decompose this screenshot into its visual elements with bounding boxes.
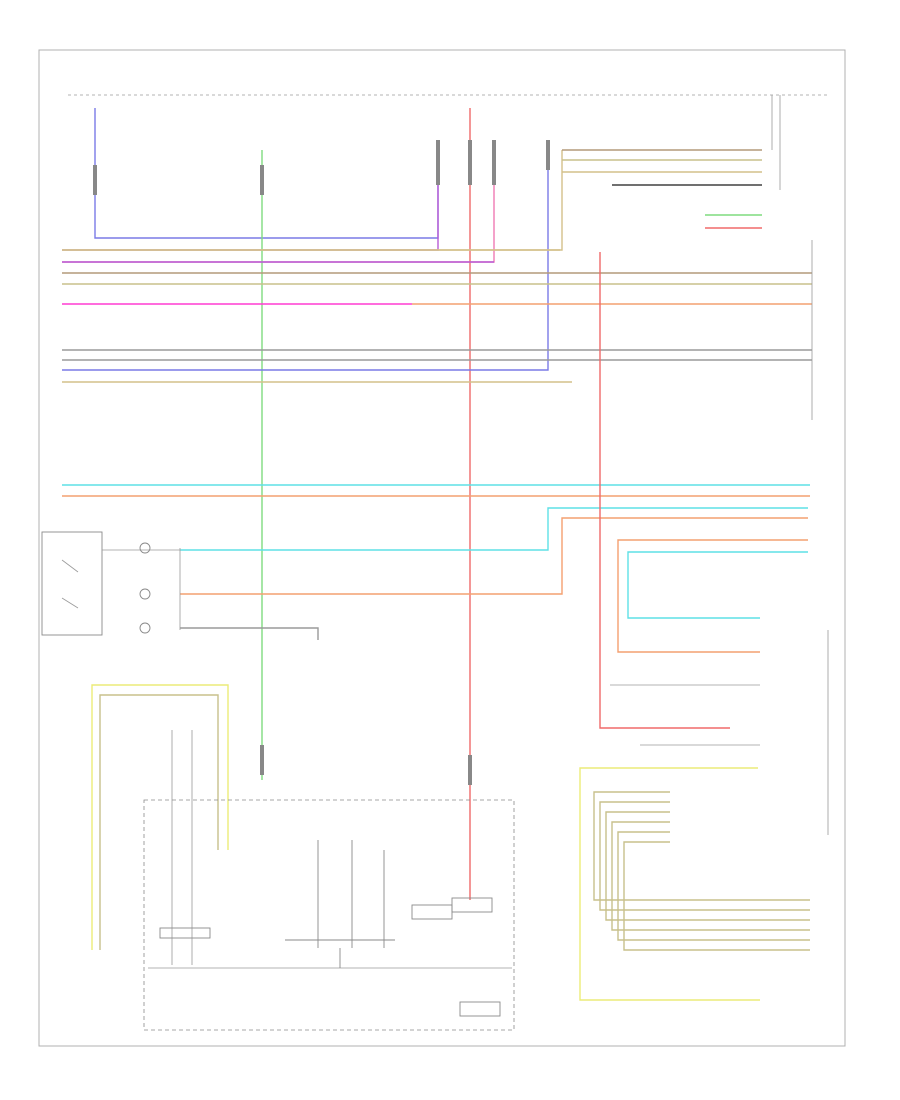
left-switch-lamps: [139, 542, 151, 634]
wire-cyan-switch: [180, 507, 808, 551]
wire-yellow-left-1: [91, 684, 229, 950]
left-switch-contact-1: [61, 559, 79, 573]
bottom-module-box-2: [451, 897, 493, 913]
left-switch-box: [41, 531, 103, 636]
bottom-module-box-3: [459, 1001, 501, 1017]
wire-khaki-left-2: [99, 694, 219, 950]
bottom-module-outline: [143, 799, 515, 1031]
left-switch-contact-2: [61, 597, 79, 609]
wire-cyan-right-branch: [627, 551, 808, 619]
wire-yellow-right: [579, 767, 760, 1001]
diagram-frame: [38, 49, 846, 1047]
wire-orange-switch: [180, 517, 808, 595]
bottom-module-grounds: [285, 840, 395, 968]
wire-orange-right-branch: [617, 539, 808, 653]
wire-blue-right-feed: [62, 140, 549, 371]
wire-red-right-branch: [599, 252, 730, 729]
wire-gray-switch: [180, 627, 319, 640]
lower-right-harness: [593, 791, 810, 951]
connector-stubs: [93, 140, 550, 785]
lower-left-connector: [159, 927, 211, 939]
